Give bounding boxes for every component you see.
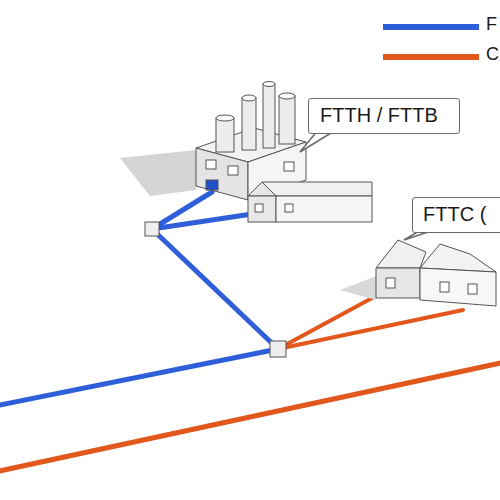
roof xyxy=(420,244,496,272)
legend-swatch xyxy=(383,24,479,30)
copper-cable xyxy=(278,291,385,349)
fiber-terminal xyxy=(206,180,218,190)
chimneys xyxy=(216,82,295,153)
callout-label: FTTH / FTTB xyxy=(320,104,448,127)
house-building xyxy=(340,240,496,306)
fiber-cable xyxy=(152,192,278,349)
junction-box xyxy=(270,341,286,357)
wall xyxy=(376,268,420,298)
window xyxy=(284,162,294,171)
legend-swatch xyxy=(383,54,479,60)
wall xyxy=(276,196,372,222)
roof xyxy=(376,240,426,268)
shadow xyxy=(120,150,196,196)
window xyxy=(228,166,238,175)
copper-cable xyxy=(278,310,463,349)
cables xyxy=(0,192,500,472)
callout-box: FTTC ( xyxy=(412,197,500,233)
wall xyxy=(196,148,248,200)
legend-label: C xyxy=(486,44,499,65)
copper-cable xyxy=(0,362,500,472)
legend-label: F xyxy=(486,14,497,35)
junction-box xyxy=(145,222,159,236)
shed-building xyxy=(248,182,372,222)
shadow xyxy=(340,276,376,300)
fiber-cable xyxy=(152,214,252,229)
callout-box: FTTH / FTTB xyxy=(308,98,460,134)
wall xyxy=(248,196,276,222)
junction-boxes xyxy=(145,222,286,357)
fiber-cable xyxy=(0,349,278,406)
roof xyxy=(248,182,372,196)
window xyxy=(206,160,216,169)
gable xyxy=(248,182,276,196)
callout-label: FTTC ( xyxy=(423,203,493,226)
wall xyxy=(420,268,496,306)
